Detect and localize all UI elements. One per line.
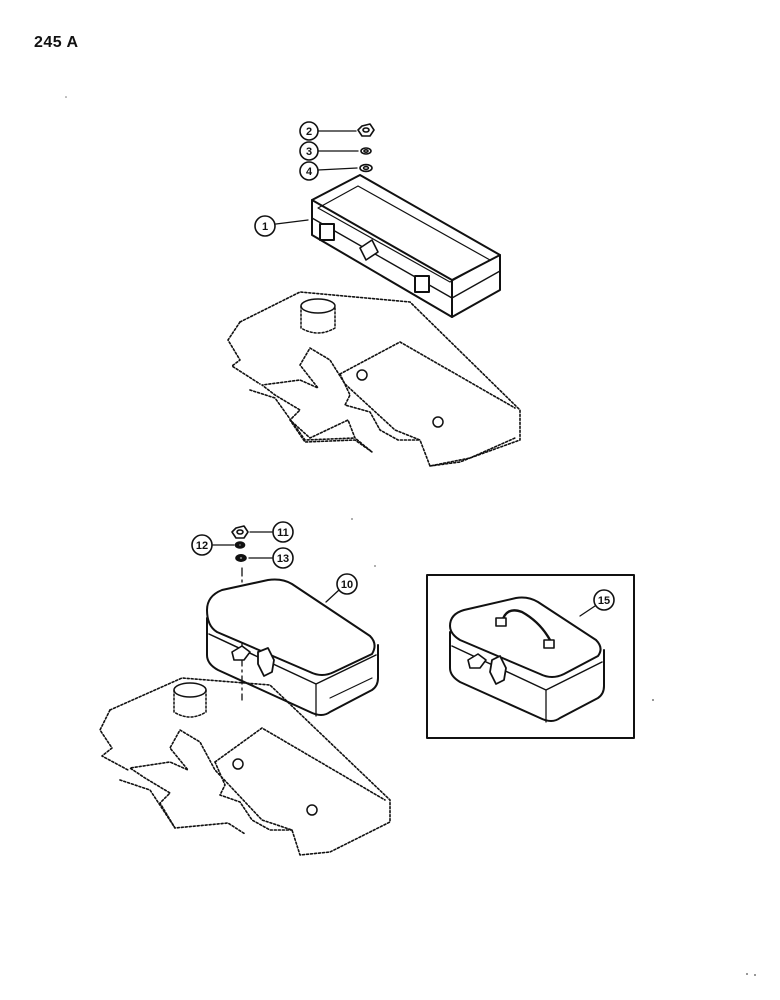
svg-text:13: 13 xyxy=(277,553,289,565)
svg-text:15: 15 xyxy=(598,595,610,607)
svg-text:12: 12 xyxy=(196,540,208,552)
svg-text:4: 4 xyxy=(306,166,313,178)
svg-text:3: 3 xyxy=(306,146,312,158)
callout-10: 10 xyxy=(336,573,358,595)
filler-neck-top xyxy=(300,298,444,428)
svg-text:2: 2 xyxy=(306,126,312,138)
filler-neck-bottom xyxy=(173,682,318,816)
callout-11: 11 xyxy=(272,521,294,543)
callout-4: 4 xyxy=(299,161,319,181)
callout-12: 12 xyxy=(191,534,213,556)
tool-box-10 xyxy=(206,578,379,717)
leader-lines-bottom xyxy=(212,531,599,617)
callout-2: 2 xyxy=(299,121,319,141)
hardware-nut-washers-bottom xyxy=(231,525,249,562)
callout-1: 1 xyxy=(254,215,276,237)
callout-3: 3 xyxy=(299,141,319,161)
callout-13: 13 xyxy=(272,547,294,569)
mounting-platform-top xyxy=(227,291,521,467)
mounting-platform-bottom xyxy=(99,677,391,856)
scan-specks xyxy=(65,96,756,976)
svg-text:1: 1 xyxy=(262,221,268,233)
svg-text:10: 10 xyxy=(341,579,353,591)
tool-box-15-with-handle xyxy=(449,596,605,723)
tool-box-long xyxy=(311,174,501,318)
inset-frame xyxy=(426,574,635,739)
leader-lines-top xyxy=(275,130,359,225)
svg-text:11: 11 xyxy=(277,527,289,539)
page-number: 245 A xyxy=(34,34,79,51)
hardware-nut-washers-top xyxy=(357,123,375,173)
callout-15: 15 xyxy=(593,589,615,611)
